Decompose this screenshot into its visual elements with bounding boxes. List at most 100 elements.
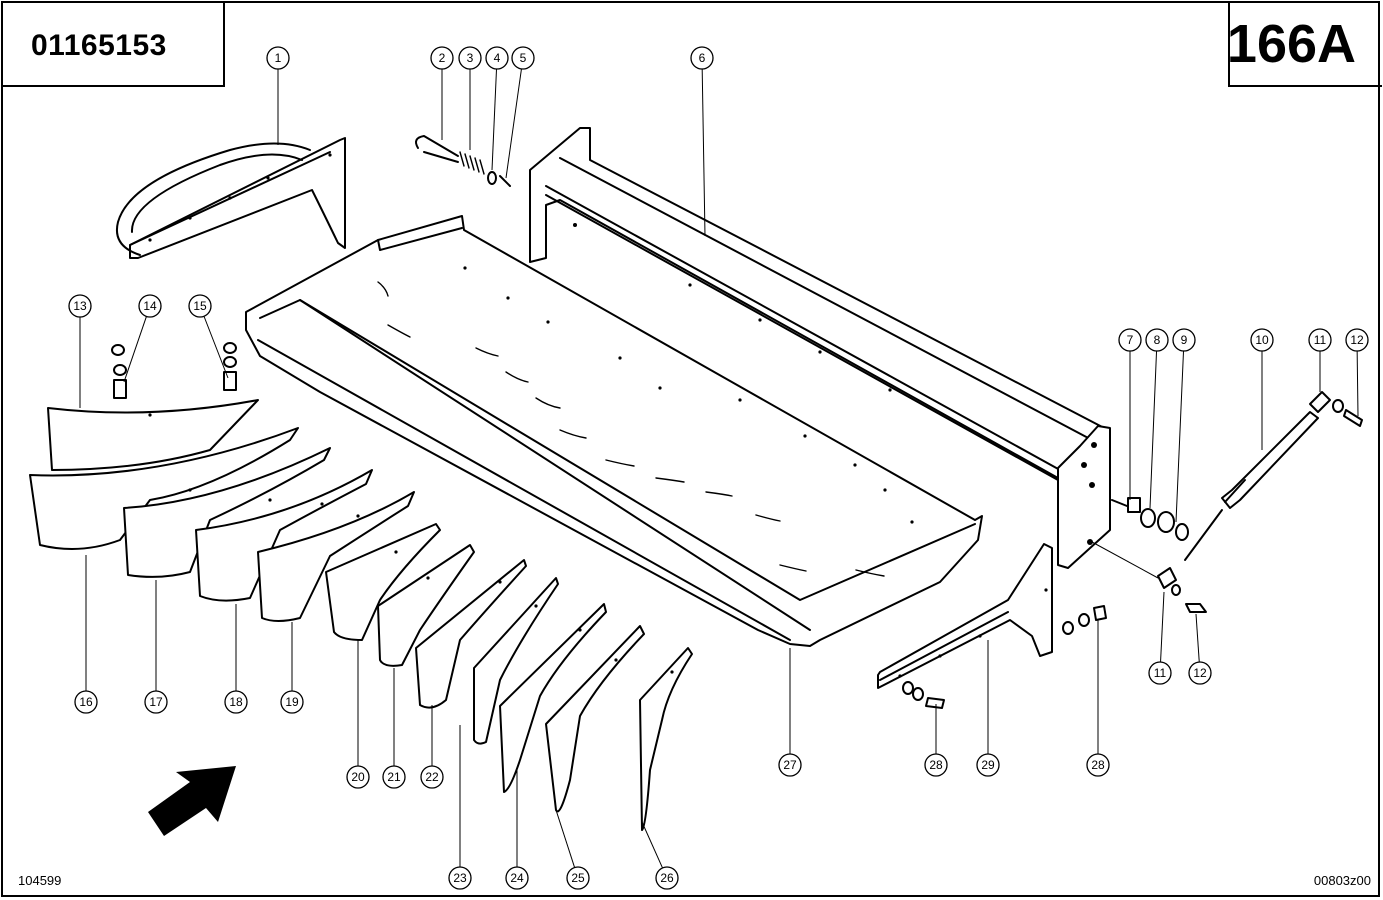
callout-leader-line xyxy=(555,809,576,868)
callout-label-ball-socket: 11 xyxy=(1154,666,1167,680)
callout-circle xyxy=(976,753,1000,777)
callout-16: 16 xyxy=(74,555,98,714)
callout-label-fender-guard: 1 xyxy=(275,51,282,65)
page-number: 166A xyxy=(1226,14,1356,74)
callout-circle xyxy=(485,46,509,70)
callout-circle xyxy=(138,294,162,318)
callout-label-nut-bolt: 28 xyxy=(929,758,943,772)
callout-12: 12 xyxy=(1345,328,1369,417)
callout-circle xyxy=(511,46,535,70)
callout-circle xyxy=(1308,328,1332,352)
callout-circle xyxy=(458,46,482,70)
callout-3: 3 xyxy=(458,46,482,150)
callout-label-bolt: 12 xyxy=(1350,333,1364,347)
callout-label-deflector-plate: 23 xyxy=(453,871,467,885)
callout-22: 22 xyxy=(420,705,444,789)
upper-beam-part xyxy=(529,127,1111,569)
callout-label-ball-socket: 11 xyxy=(1314,333,1327,347)
callout-leader-line xyxy=(505,68,522,179)
callout-28b: 28 xyxy=(1086,620,1110,777)
callout-circle xyxy=(266,46,290,70)
callout-circle xyxy=(346,765,370,789)
callout-label-spring: 3 xyxy=(467,51,474,65)
callout-label-bolt: 7 xyxy=(1127,333,1134,347)
callout-circle xyxy=(566,866,590,890)
callout-label-deflector-plate: 13 xyxy=(73,299,87,313)
callout-19: 19 xyxy=(280,622,304,714)
callout-24: 24 xyxy=(505,770,529,890)
callout-leader-line xyxy=(701,68,706,237)
callout-leader-line xyxy=(1175,350,1185,523)
callout-leader-line xyxy=(641,821,663,869)
callout-4: 4 xyxy=(485,46,509,171)
callout-14: 14 xyxy=(123,294,162,383)
callout-label-deflector-plate: 20 xyxy=(351,770,365,784)
callout-label-washer: 4 xyxy=(494,51,501,65)
callout-25: 25 xyxy=(555,809,590,890)
pin-spring-set xyxy=(415,135,511,187)
callout-leader-line xyxy=(491,68,498,171)
callout-label-bolt-set: 15 xyxy=(193,299,207,313)
callout-leader-line xyxy=(203,316,229,379)
callout-circle xyxy=(778,753,802,777)
callout-27: 27 xyxy=(778,648,802,777)
callout-label-deflector-plate: 18 xyxy=(229,695,243,709)
nut-bolt-hardware xyxy=(902,605,1107,709)
strut-hardware xyxy=(1091,391,1363,613)
callout-label-upper-beam: 6 xyxy=(699,51,706,65)
callout-label-tray: 27 xyxy=(783,758,797,772)
callout-21: 21 xyxy=(382,668,406,789)
callout-circle xyxy=(1188,661,1212,685)
callout-17: 17 xyxy=(144,580,168,714)
callout-7: 7 xyxy=(1118,328,1142,500)
callout-label-bolt: 12 xyxy=(1193,666,1207,680)
callout-13: 13 xyxy=(68,294,92,408)
callout-5: 5 xyxy=(505,46,535,179)
callout-circle xyxy=(1250,328,1274,352)
callout-23: 23 xyxy=(448,725,472,890)
callout-label-deflector-plate: 19 xyxy=(285,695,299,709)
callout-10: 10 xyxy=(1250,328,1274,450)
callout-circle xyxy=(74,690,98,714)
part-code-box: 01165153 xyxy=(1,1,225,87)
callout-29: 29 xyxy=(976,640,1000,777)
callout-circle xyxy=(420,765,444,789)
bolt-sets xyxy=(111,342,237,399)
side-bracket-part xyxy=(877,543,1053,689)
callout-circle xyxy=(505,866,529,890)
callout-circle xyxy=(188,294,212,318)
callout-circle xyxy=(382,765,406,789)
callout-label-clip: 5 xyxy=(520,51,527,65)
callout-leader-line xyxy=(1149,350,1158,509)
callout-circle xyxy=(224,690,248,714)
callout-circle xyxy=(1145,328,1169,352)
callout-circle xyxy=(1172,328,1196,352)
part-code: 01165153 xyxy=(31,29,167,62)
callout-circle xyxy=(690,46,714,70)
callout-circle xyxy=(430,46,454,70)
callout-18: 18 xyxy=(224,604,248,714)
callout-circle xyxy=(448,866,472,890)
callout-label-deflector-plate: 17 xyxy=(149,695,163,709)
callout-11: 11 xyxy=(1308,328,1332,392)
callout-6: 6 xyxy=(690,46,714,237)
callout-20: 20 xyxy=(346,640,370,789)
callout-2: 2 xyxy=(430,46,454,140)
tray-part xyxy=(245,215,983,647)
callout-15: 15 xyxy=(188,294,229,379)
callout-circle xyxy=(924,753,948,777)
callout-label-nut: 9 xyxy=(1181,333,1188,347)
callout-circle xyxy=(1345,328,1369,352)
callout-circle xyxy=(144,690,168,714)
callout-circle xyxy=(1148,661,1172,685)
callout-label-bolt-set: 14 xyxy=(143,299,157,313)
callout-label-deflector-plate: 16 xyxy=(79,695,93,709)
drawing-id: 104599 xyxy=(18,873,62,888)
callout-label-deflector-plate: 26 xyxy=(660,871,674,885)
deflector-plates xyxy=(29,399,693,831)
page-number-box: 166A xyxy=(1226,1,1382,87)
callout-circle xyxy=(68,294,92,318)
